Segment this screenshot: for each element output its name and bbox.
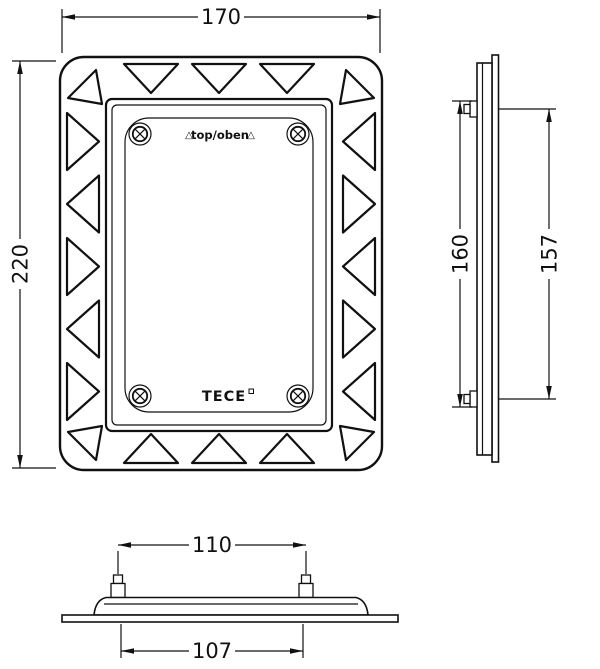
pin-tip bbox=[112, 574, 124, 585]
label-mask bbox=[189, 533, 235, 556]
screw-cross bbox=[134, 390, 146, 402]
dimension-platewidth-107: 107 bbox=[120, 624, 304, 663]
label-mask bbox=[537, 229, 561, 279]
arrow-up-icon bbox=[457, 101, 463, 114]
dimension-height-220: 220 bbox=[8, 60, 56, 469]
mounting-pin bbox=[110, 574, 126, 599]
bottom-view: 110 107 bbox=[61, 533, 399, 663]
triangle-cutouts-corners bbox=[66, 68, 376, 462]
triangle-cutout bbox=[122, 62, 180, 95]
triangle-cutout bbox=[341, 174, 377, 234]
brand-superscript-square bbox=[248, 388, 254, 394]
triangle-cutout bbox=[338, 424, 376, 462]
triangle-cutout bbox=[65, 111, 101, 172]
triangle-marker-icon: △ bbox=[247, 130, 255, 141]
triangle-cutout bbox=[338, 68, 376, 106]
triangle-cutout bbox=[65, 361, 101, 422]
triangle-cutout bbox=[66, 68, 104, 106]
arrow-up-icon bbox=[546, 109, 552, 122]
brand-text: TECE bbox=[202, 389, 246, 405]
pin-base bbox=[469, 100, 478, 118]
pin-tip bbox=[463, 393, 471, 405]
triangle-cutouts-top bbox=[122, 62, 316, 95]
triangle-cutout bbox=[65, 299, 101, 359]
frame-profile bbox=[476, 62, 493, 456]
side-view: 160 157 bbox=[448, 54, 562, 463]
label-mask bbox=[198, 5, 244, 28]
triangle-cutouts-right bbox=[341, 111, 377, 422]
screw-icon bbox=[128, 122, 152, 146]
screw-icon bbox=[286, 122, 310, 146]
mounting-pin bbox=[463, 100, 478, 118]
arrow-down-icon bbox=[457, 394, 463, 407]
frame-profile bbox=[93, 596, 369, 616]
dimension-pinspacing-110: 110 bbox=[117, 533, 307, 574]
triangle-cutout bbox=[341, 299, 377, 359]
triangle-cutout bbox=[122, 432, 180, 465]
arrow-left-icon bbox=[62, 14, 75, 20]
front-view: △ top/oben △ TECE bbox=[58, 55, 384, 472]
orientation-text: top/oben bbox=[191, 128, 249, 142]
plate-face-line bbox=[124, 117, 314, 413]
dimension-value: 160 bbox=[449, 234, 473, 274]
label-mask bbox=[189, 639, 235, 663]
arrow-down-icon bbox=[546, 386, 552, 399]
triangle-cutout bbox=[341, 111, 377, 172]
pin-tip bbox=[463, 103, 471, 115]
glass-plate-edge bbox=[61, 614, 399, 623]
pin-base bbox=[110, 582, 126, 599]
orientation-label: △ top/oben △ bbox=[185, 128, 255, 142]
arrow-down-icon bbox=[17, 455, 23, 468]
dimension-pinspan-160: 160 bbox=[448, 100, 473, 408]
glass-plate-edge bbox=[491, 54, 500, 463]
pin-tip bbox=[300, 574, 312, 585]
brand-logo: TECE bbox=[202, 388, 254, 405]
dimension-value: 157 bbox=[538, 234, 562, 274]
label-mask bbox=[448, 229, 472, 279]
screw-cross bbox=[292, 128, 304, 140]
dimension-width-170: 170 bbox=[61, 5, 381, 53]
arrow-right-icon bbox=[290, 648, 303, 654]
triangle-cutouts-bottom bbox=[122, 432, 316, 465]
arrow-left-icon bbox=[121, 648, 134, 654]
dimension-plateheight-157: 157 bbox=[499, 108, 562, 400]
triangle-cutout bbox=[65, 236, 101, 297]
arrow-left-icon bbox=[118, 542, 131, 548]
screw-icon bbox=[286, 384, 310, 408]
dimension-value: 110 bbox=[192, 533, 232, 557]
triangle-cutout bbox=[258, 432, 316, 465]
triangle-cutouts-left bbox=[65, 111, 101, 422]
triangle-cutout bbox=[65, 174, 101, 234]
triangle-cutout bbox=[66, 424, 104, 462]
triangle-marker-icon: △ bbox=[185, 130, 193, 141]
screw-cross bbox=[292, 390, 304, 402]
label-mask bbox=[8, 239, 32, 289]
triangle-cutout bbox=[190, 62, 248, 95]
dimension-value: 107 bbox=[192, 639, 232, 663]
arrow-right-icon bbox=[367, 14, 380, 20]
arrow-right-icon bbox=[293, 542, 306, 548]
triangle-cutout bbox=[341, 361, 377, 422]
arrow-up-icon bbox=[17, 61, 23, 74]
pin-base bbox=[298, 582, 314, 599]
pin-base bbox=[469, 390, 478, 408]
triangle-cutout bbox=[190, 432, 248, 465]
dimension-value: 220 bbox=[9, 244, 33, 284]
triangle-cutout bbox=[258, 62, 316, 95]
screw-icon bbox=[128, 384, 152, 408]
mounting-pin bbox=[463, 390, 478, 408]
mounting-pin bbox=[298, 574, 314, 599]
dimension-value: 170 bbox=[201, 5, 241, 29]
screw-cross bbox=[134, 128, 146, 140]
triangle-cutout bbox=[341, 236, 377, 297]
